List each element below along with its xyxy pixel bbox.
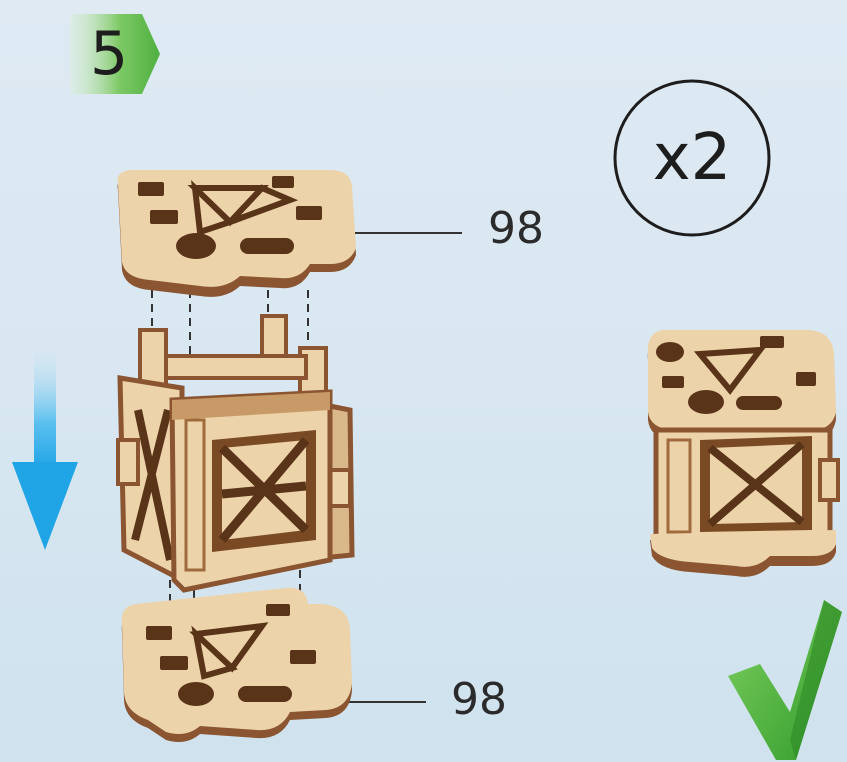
assembled-cube	[648, 330, 838, 577]
arrow-down-icon	[12, 352, 78, 550]
top-plate	[118, 170, 357, 297]
middle-frame	[118, 316, 352, 590]
bottom-plate	[122, 588, 352, 742]
checkmark-icon	[728, 600, 842, 760]
